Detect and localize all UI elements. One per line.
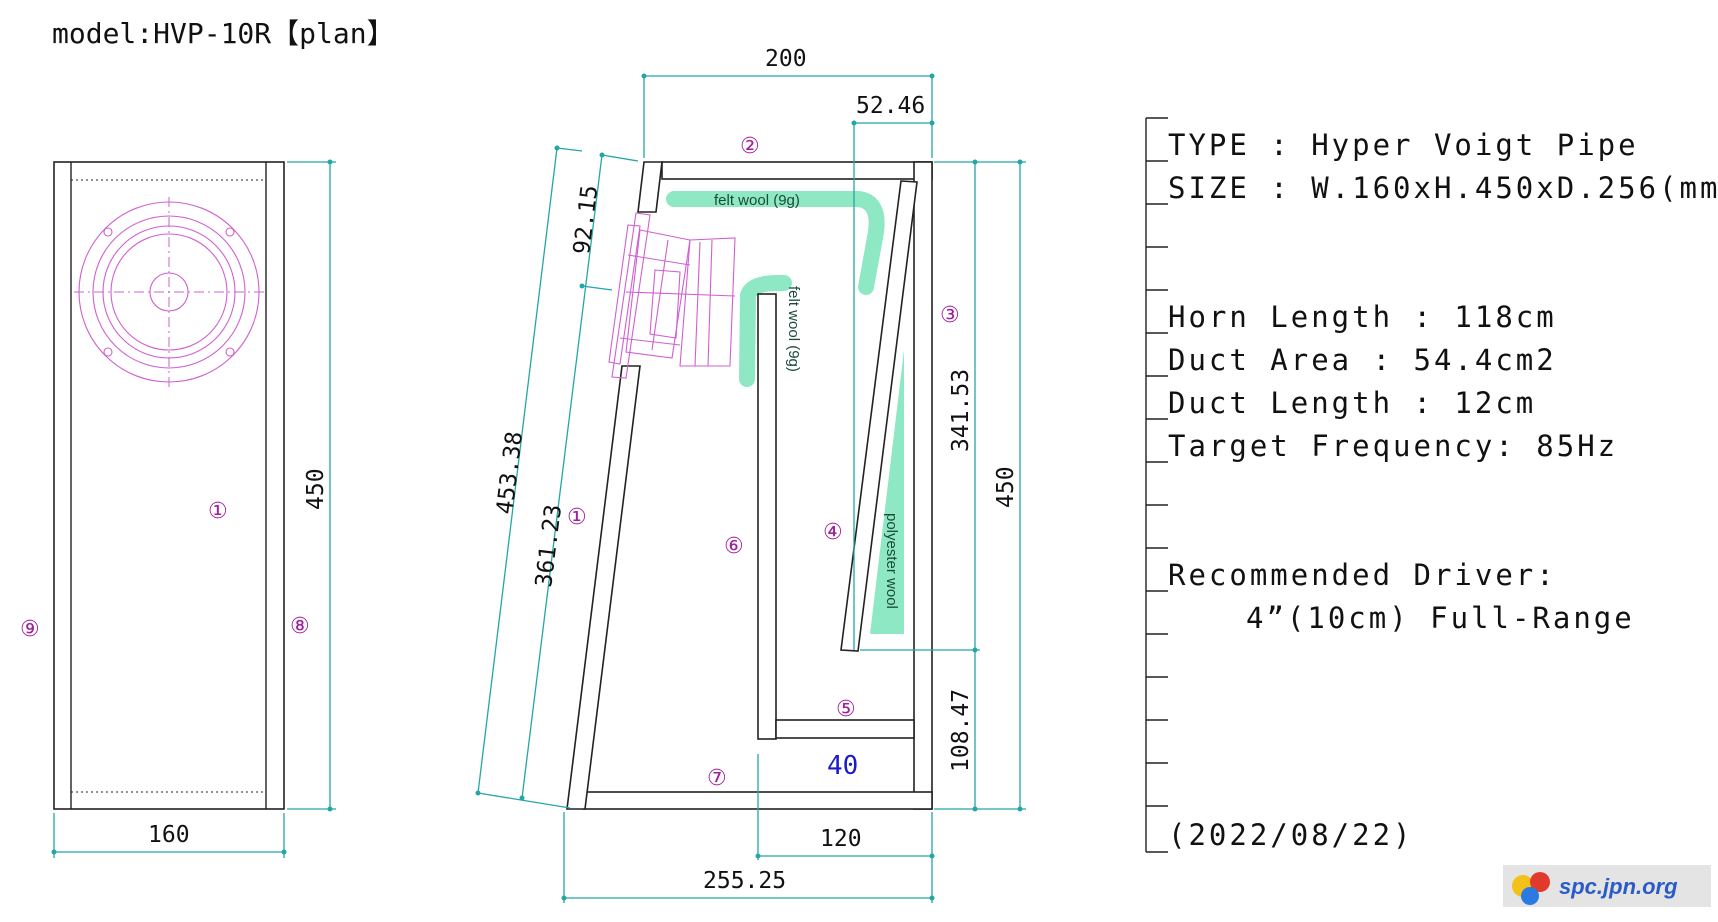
site-logo: spc.jpn.org <box>1503 865 1711 907</box>
spec-duct-length: Duct Length : 12cm <box>1168 386 1536 420</box>
front-part-9-label: ⑨ <box>20 617 40 642</box>
driver-side-icon <box>608 212 736 379</box>
side-part-2-label: ② <box>740 134 760 159</box>
spec-duct-area: Duct Area : 54.4cm2 <box>1168 343 1557 377</box>
baffle-lower <box>566 365 641 810</box>
bottom-total-dim: 255.25 <box>703 868 786 894</box>
side-top-inner-dim: 52.46 <box>856 93 925 119</box>
spec-driver-size: 4”(10cm) Full-Range <box>1246 601 1635 635</box>
baffle-upper-dim: 92.15 <box>569 184 603 256</box>
baffle-upper <box>637 161 663 213</box>
spec-size: SIZE : W.160xH.450xD.256(mm) <box>1168 171 1718 205</box>
side-part-3-label: ③ <box>940 303 960 328</box>
panel-2-top <box>661 161 933 180</box>
panel-6-divider <box>757 293 777 740</box>
spec-horn-length: Horn Length : 118cm <box>1168 300 1557 334</box>
felt-wool-top-label: felt wool (9g) <box>714 192 800 209</box>
side-height-dim: 450 <box>993 466 1019 508</box>
spec-recommended-driver: Recommended Driver: <box>1168 558 1557 592</box>
logo-text: spc.jpn.org <box>1559 874 1678 899</box>
right-lower-dim: 108.47 <box>948 689 974 772</box>
bottom-inner-dim: 120 <box>820 826 862 852</box>
duct-width-dim: 40 <box>827 751 858 781</box>
right-upper-dim: 341.53 <box>948 369 974 452</box>
spec-panel: TYPE : Hyper Voigt Pipe SIZE : W.160xH.4… <box>1145 117 1718 853</box>
front-view: ① ⑧ ⑨ 160 450 <box>20 159 336 858</box>
spec-target-frequency: Target Frequency: 85Hz <box>1168 429 1618 463</box>
felt-wool-top <box>666 191 885 295</box>
side-top-dim: 200 <box>765 46 807 72</box>
drawing-title: model:HVP-10R【plan】 <box>52 17 395 50</box>
front-height-dim: 450 <box>303 468 329 510</box>
spc-logo-icon <box>1512 872 1550 905</box>
side-part-1-label: ① <box>567 505 587 530</box>
spec-date: (2022/08/22) <box>1168 818 1414 852</box>
panel-5-shelf <box>775 719 915 739</box>
baffle-total-dim: 453.38 <box>492 430 528 516</box>
spec-type: TYPE : Hyper Voigt Pipe <box>1168 128 1639 162</box>
panel-3-back <box>913 161 933 810</box>
baffle-lower-dim: 361.23 <box>531 503 567 589</box>
side-part-5-label: ⑤ <box>836 697 856 722</box>
polyester-wool-label: polyester wool <box>883 513 900 609</box>
driver-front-icon <box>74 197 264 387</box>
felt-wool-mid <box>739 275 792 387</box>
felt-wool-mid-label: felt wool (9g) <box>785 286 802 372</box>
side-view: ② ③ ① ⑥ ④ ⑤ ⑦ felt wool (9g) felt wool (… <box>475 46 1026 903</box>
polyester-wool <box>870 350 904 634</box>
front-panel <box>53 161 285 810</box>
front-width-dim: 160 <box>148 822 190 848</box>
front-part-8-label: ⑧ <box>290 614 310 639</box>
panel-4-slant <box>840 180 918 652</box>
side-part-4-label: ④ <box>823 520 843 545</box>
side-part-6-label: ⑥ <box>724 534 744 559</box>
side-part-7-label: ⑦ <box>707 766 727 791</box>
front-part-1-label: ① <box>208 499 228 524</box>
